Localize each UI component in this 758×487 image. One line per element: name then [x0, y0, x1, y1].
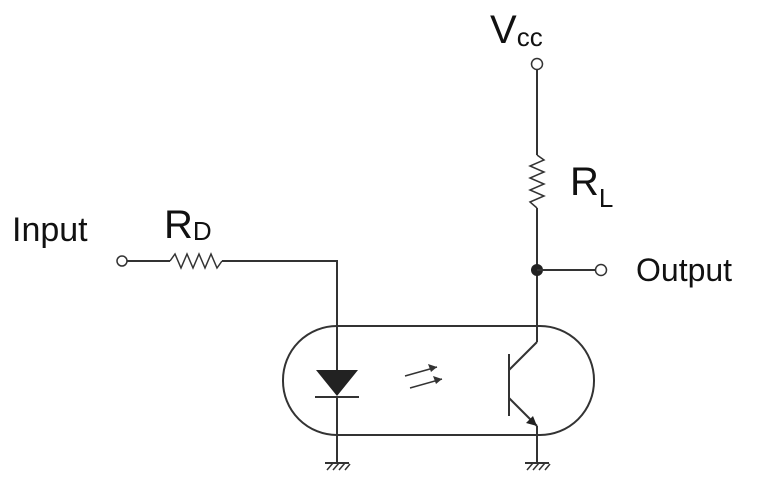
rl-label-sub: L: [599, 183, 613, 213]
vcc-label-main: V: [490, 8, 517, 52]
rd-label: RD: [164, 203, 212, 247]
phototransistor-icon: [508, 341, 538, 427]
rl-label-main: R: [570, 160, 599, 204]
vcc-label-sub: cc: [517, 22, 543, 52]
rd-label-main: R: [164, 203, 193, 247]
vcc-label: Vcc: [490, 8, 543, 52]
led-diode-icon: [316, 370, 358, 396]
rd-resistor: [169, 252, 223, 270]
light-arrows-icon: [404, 364, 443, 389]
input-terminal: [116, 255, 128, 267]
optocoupler-package: [282, 325, 595, 436]
vcc-terminal: [530, 57, 544, 71]
rl-label: RL: [570, 160, 613, 213]
ground-left-icon: [325, 462, 351, 471]
output-label: Output: [636, 252, 732, 288]
rd-label-sub: D: [193, 216, 212, 246]
ground-right-icon: [525, 462, 551, 471]
output-terminal: [594, 263, 608, 277]
rd-to-diode-wire: [222, 260, 338, 370]
rl-resistor: [528, 154, 546, 209]
input-label: Input: [12, 211, 88, 249]
